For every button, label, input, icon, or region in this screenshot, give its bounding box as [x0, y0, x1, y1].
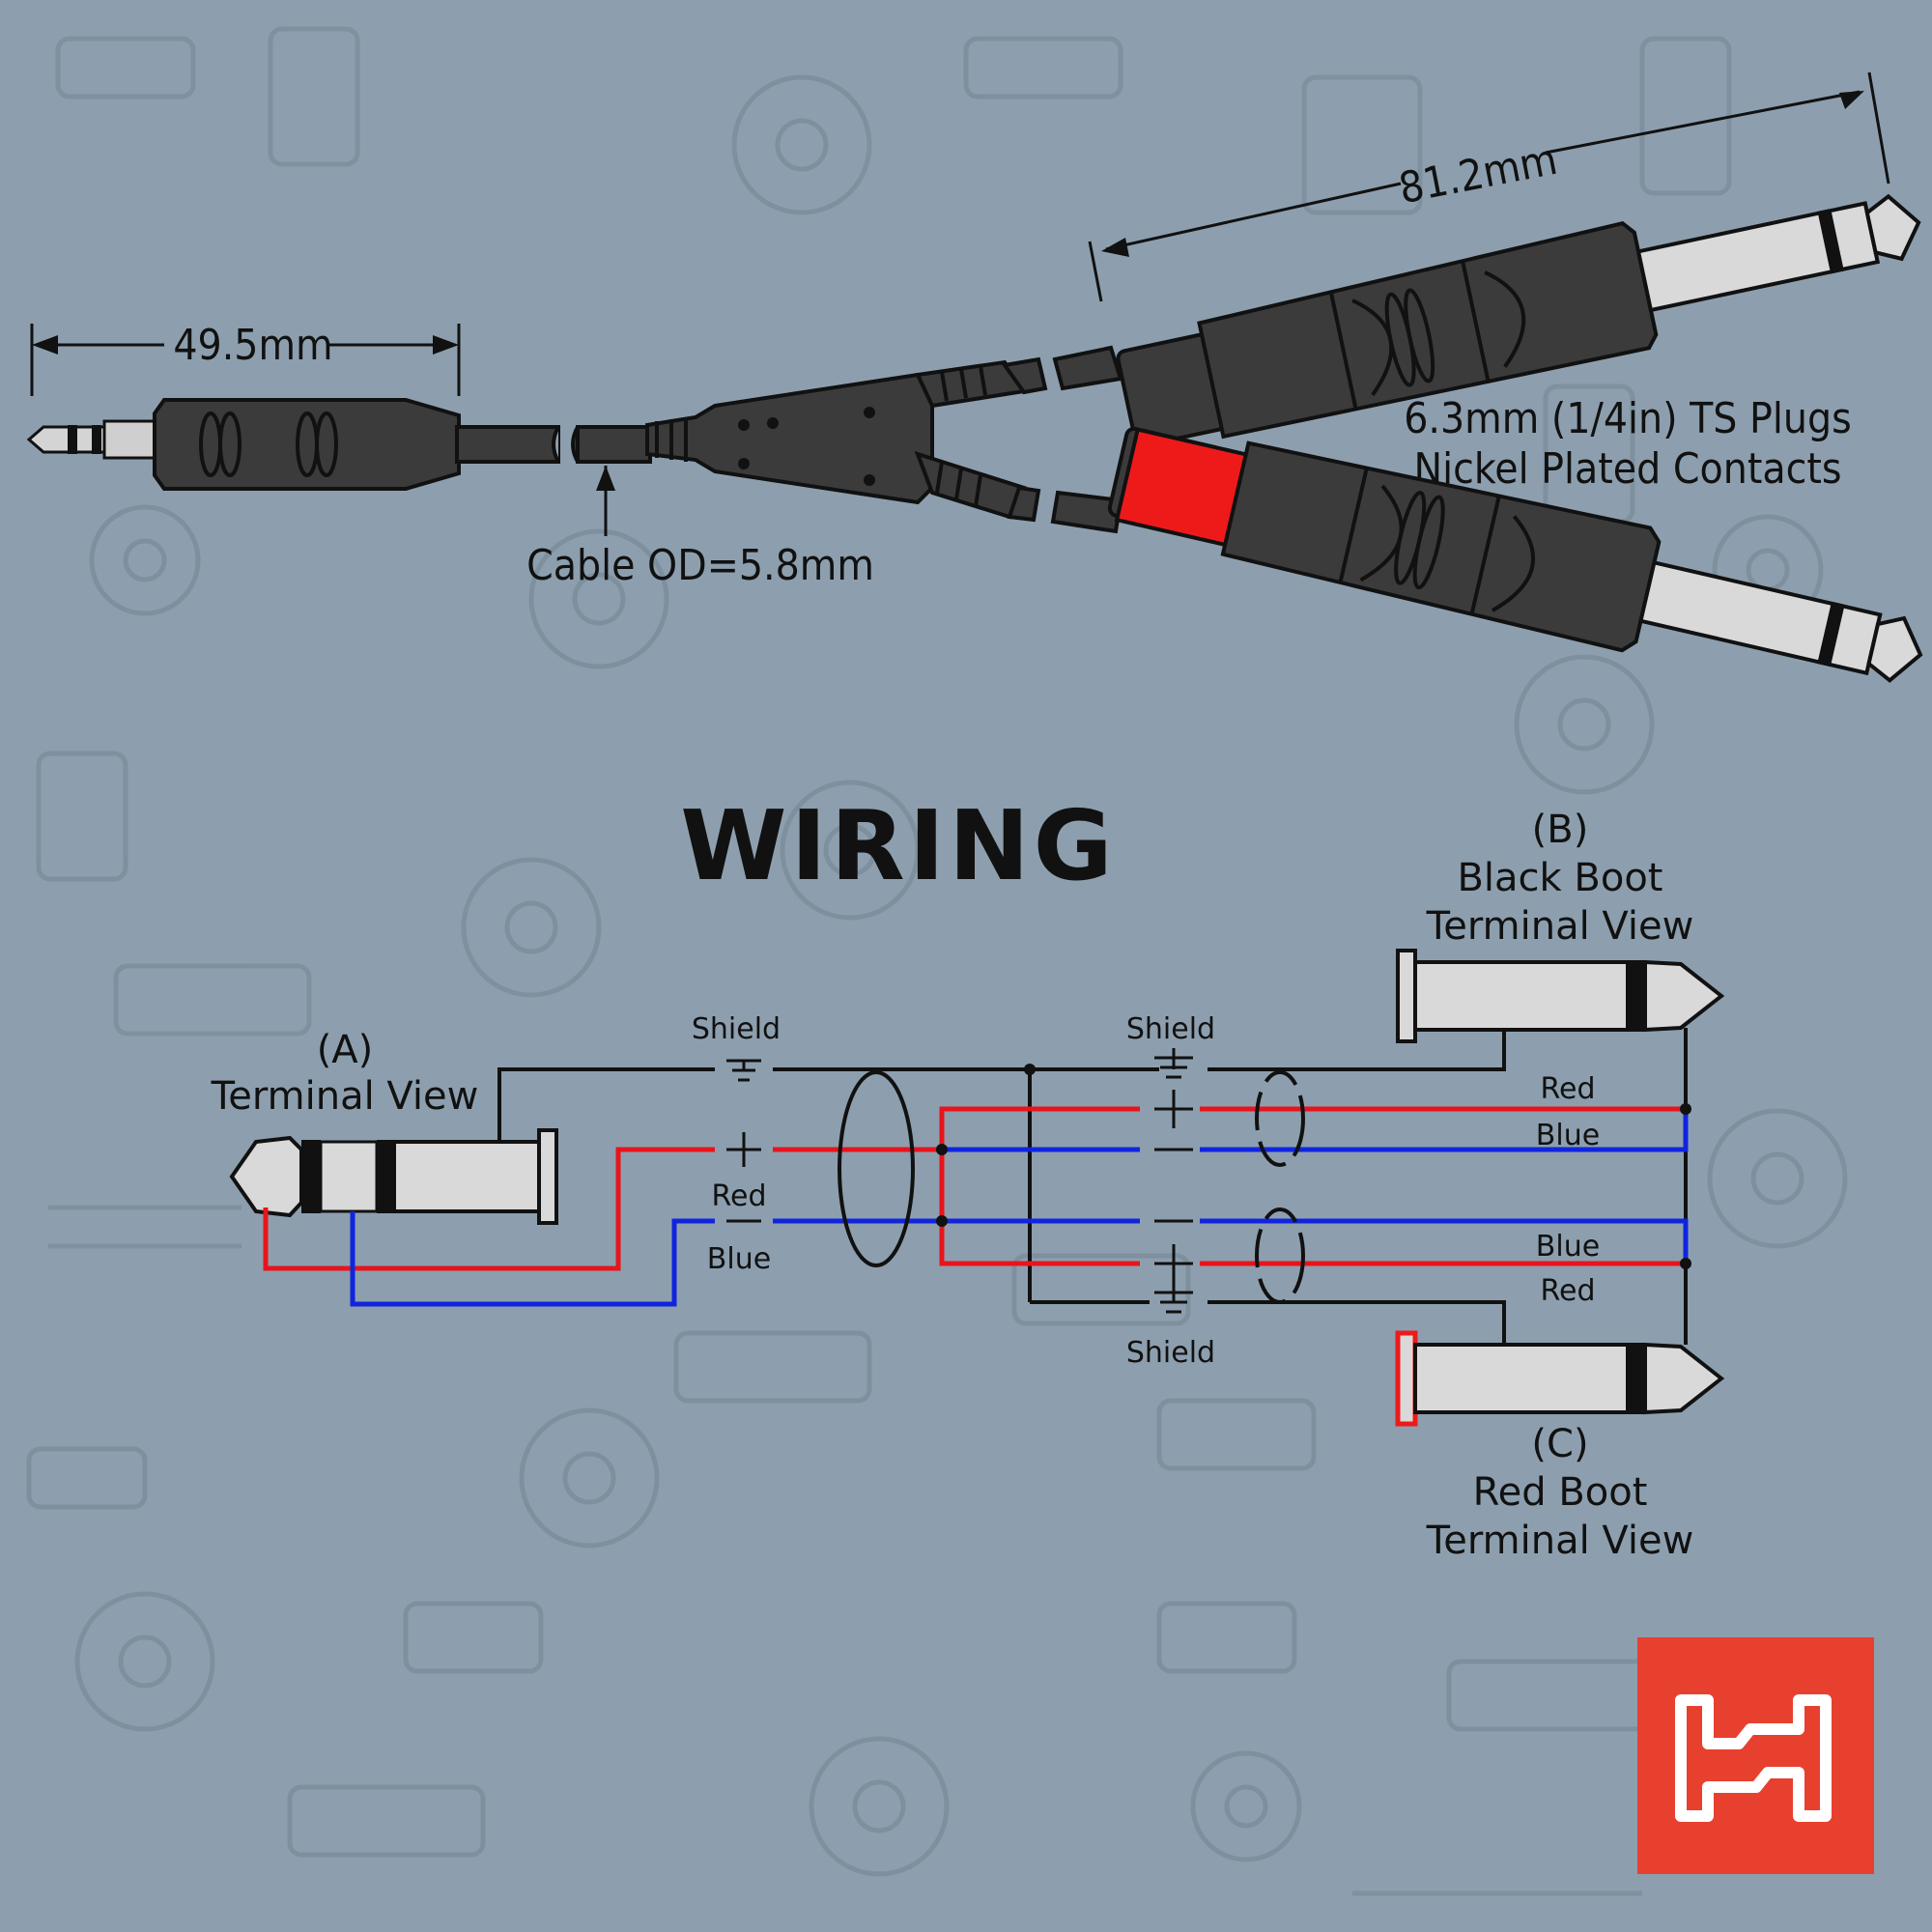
shield-label-main: Shield [692, 1012, 781, 1046]
shield-label-lower: Shield [1126, 1336, 1215, 1370]
ts-plug-red-boot [1107, 426, 1923, 683]
connector-b-view: Terminal View [1426, 904, 1694, 949]
blue-label-c: Blue [1536, 1230, 1600, 1264]
main-cable [455, 425, 652, 464]
connector-a-view: Terminal View [211, 1074, 479, 1119]
plug-type-note: 6.3mm (1/4in) TS Plugs [1404, 394, 1851, 443]
shield-wires [497, 1028, 1688, 1345]
blue-label-b: Blue [1536, 1119, 1600, 1152]
connector-c-boot: Red Boot [1473, 1470, 1648, 1515]
cable-jackets [838, 1070, 1305, 1304]
blue-label-main: Blue [707, 1242, 771, 1276]
red-label-c: Red [1541, 1274, 1596, 1308]
hosa-logo-icon [1637, 1637, 1874, 1874]
blue-wires [350, 1109, 1689, 1307]
left-length-dimension: 49.5mm [30, 321, 461, 396]
left-length-label: 49.5mm [173, 321, 332, 370]
cable-od-label: Cable OD=5.8mm [526, 541, 874, 590]
plug-contacts-note: Nickel Plated Contacts [1414, 444, 1842, 494]
y-splitter [645, 345, 1123, 534]
red-label-b: Red [1541, 1072, 1596, 1106]
connector-b-tag: (B) [1532, 808, 1589, 852]
polarity-markers [726, 1090, 1193, 1283]
shield-symbols [726, 1048, 1193, 1314]
connector-c-tag: (C) [1531, 1422, 1588, 1466]
connector-c-plug [1395, 1330, 1725, 1427]
cable-od-callout: Cable OD=5.8mm [526, 466, 874, 590]
connector-b-plug [1396, 949, 1725, 1043]
red-label-main: Red [712, 1179, 767, 1213]
junction-dots [936, 1064, 1691, 1269]
connector-a-tag: (A) [317, 1028, 374, 1072]
stereo-plug-a [26, 398, 461, 491]
wiring-title: WIRING [680, 789, 1117, 902]
connector-b-boot: Black Boot [1457, 856, 1662, 900]
cable-drawing: 49.5mm Cable OD=5.8mm [26, 71, 1923, 683]
ts-plug-black-boot [1116, 193, 1921, 448]
connector-a-plug [229, 1128, 558, 1225]
connector-c-view: Terminal View [1426, 1519, 1694, 1563]
shield-label-upper: Shield [1126, 1012, 1215, 1046]
wiring-schematic: (A) Terminal View (B) Black Boot Termina… [211, 808, 1725, 1563]
